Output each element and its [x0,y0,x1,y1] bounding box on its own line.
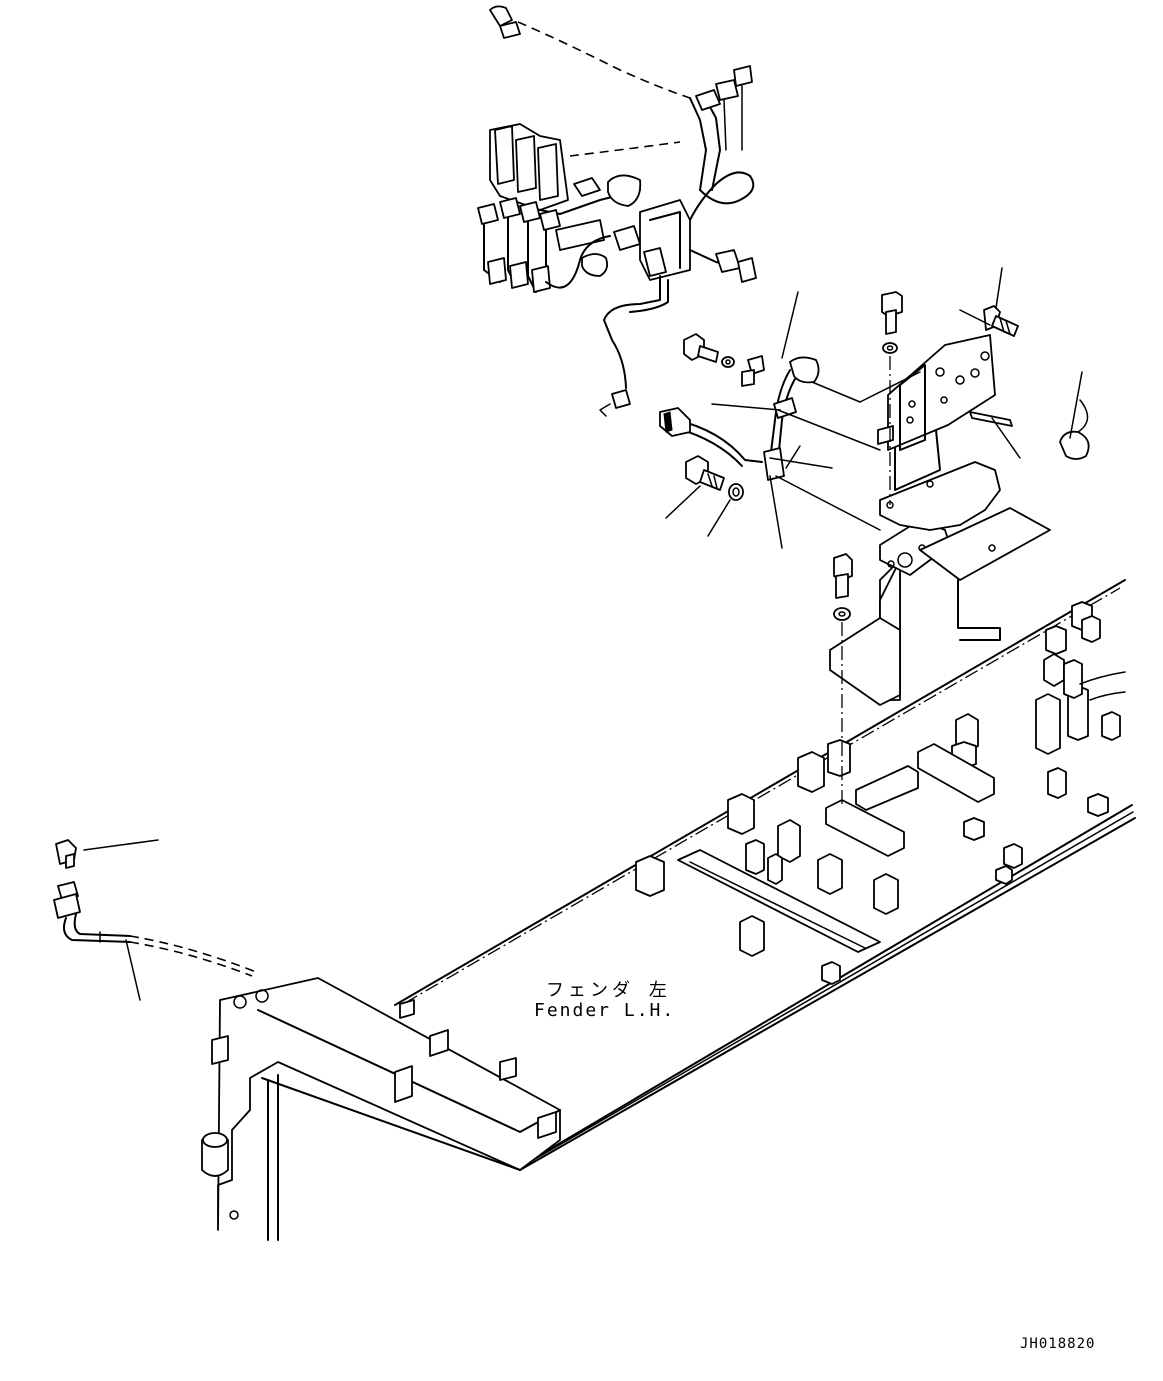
wire-harness [659,356,820,481]
fender-top-features [635,601,1126,985]
drawing-number: JH018820 [1020,1336,1096,1352]
sensor-cable-left [53,839,257,977]
leader-lines [83,267,1083,1001]
harness-assembly-top [477,5,757,417]
bracket-assembly [829,334,1051,706]
fender-label-japanese: フェンダ 左 [546,980,671,1001]
fasteners [683,291,1090,808]
fender-lh [201,579,1136,1241]
fender-label-english: Fender L.H. [534,1000,676,1021]
